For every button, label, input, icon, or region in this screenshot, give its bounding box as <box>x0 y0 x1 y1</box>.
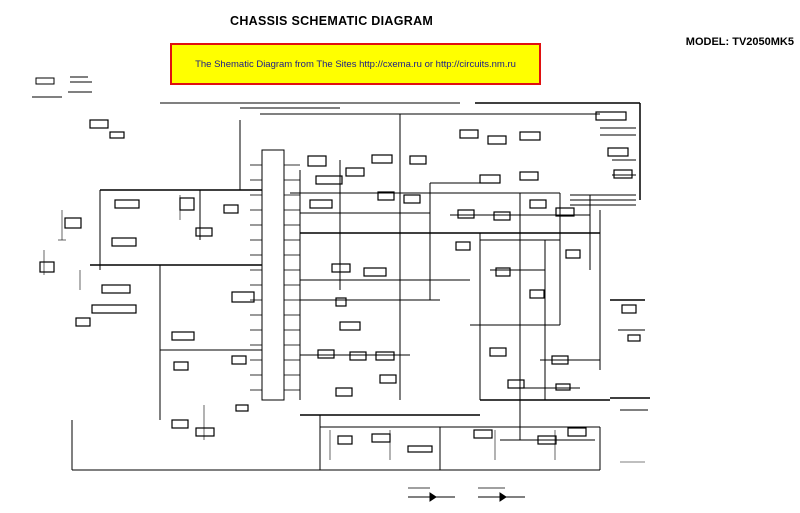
model-label: MODEL: TV2050MK5 <box>685 36 794 48</box>
bottom-legend <box>408 487 525 502</box>
vertical-traces <box>71 114 601 470</box>
main-ic <box>250 149 300 401</box>
diagram-title: CHASSIS SCHEMATIC DIAGRAM <box>230 14 434 28</box>
legend-symbols <box>32 76 92 98</box>
source-banner-text: The Shematic Diagram from The Sites http… <box>195 58 516 70</box>
right-rail <box>570 103 650 411</box>
source-banner: The Shematic Diagram from The Sites http… <box>170 43 541 85</box>
top-bus-lines <box>160 102 640 115</box>
component-ticks <box>43 195 645 463</box>
signal-traces <box>72 182 610 471</box>
